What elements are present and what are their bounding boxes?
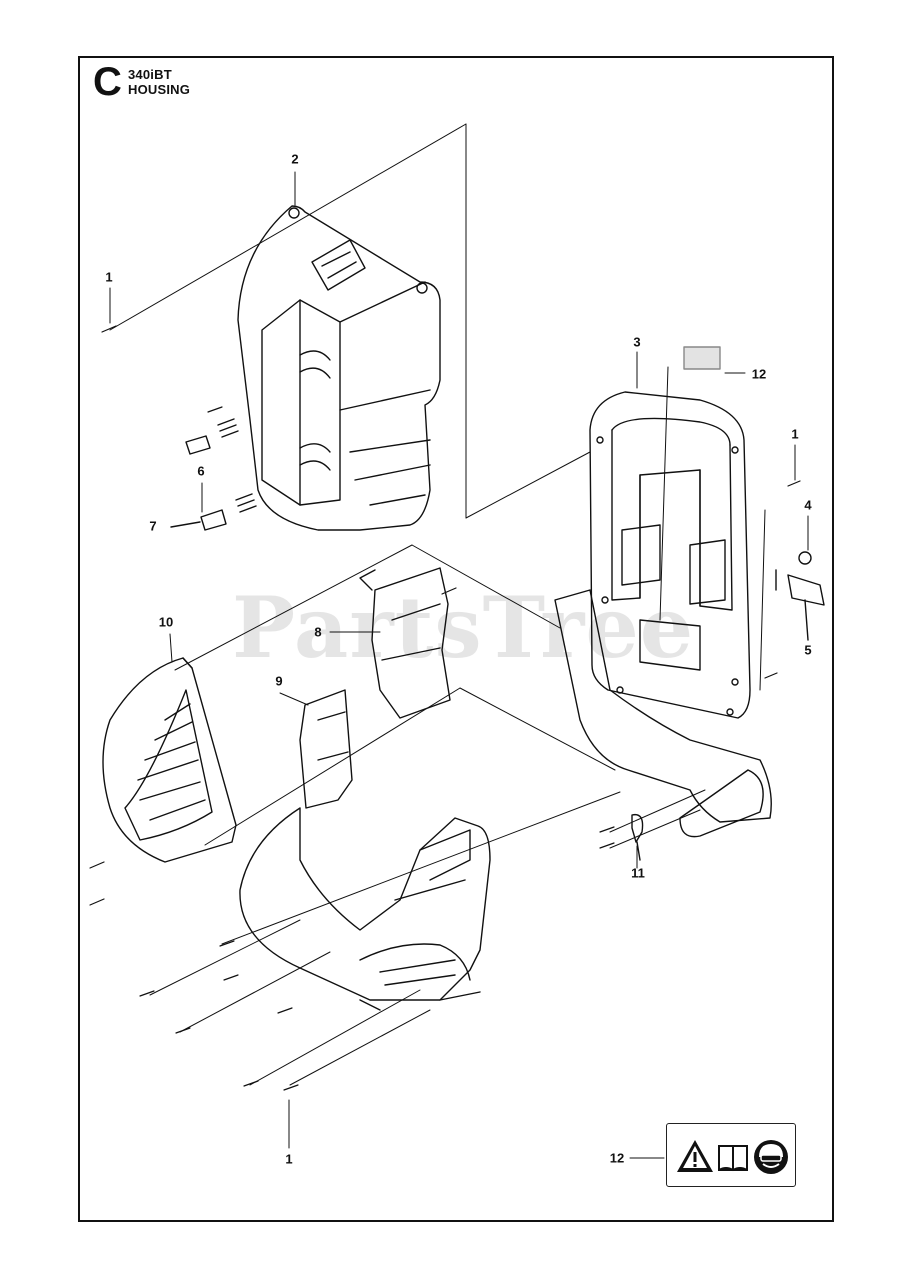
callout-part-12: 12 — [609, 1150, 625, 1166]
callout-part-1: 1 — [105, 269, 113, 285]
callout-part-4: 4 — [804, 497, 812, 513]
washer-and-buckle-parts — [775, 551, 825, 641]
callout-part-3: 3 — [633, 334, 641, 350]
rear-grill-cover — [102, 657, 237, 863]
callout-part-7: 7 — [149, 518, 157, 534]
top-housing-cover — [237, 205, 441, 531]
clip-part — [631, 813, 644, 861]
callout-part-1: 1 — [285, 1151, 293, 1167]
spring-and-knob-parts — [170, 418, 257, 531]
lower-housing-shell — [239, 807, 491, 1011]
callout-part-8: 8 — [314, 624, 322, 640]
warning-triangle-icon — [677, 1140, 713, 1172]
callout-part-2: 2 — [291, 151, 299, 167]
decal-part — [683, 346, 721, 370]
diagram-frame — [78, 56, 834, 1222]
manual-book-icon — [718, 1145, 748, 1172]
callout-part-10: 10 — [158, 614, 174, 630]
assembly-title: HOUSING — [128, 82, 191, 97]
model-title: 340iBT — [128, 67, 172, 82]
screw-parts — [89, 325, 801, 1091]
callout-part-5: 5 — [804, 642, 812, 658]
callout-part-11: 11 — [631, 865, 645, 881]
decal-symbol-panel — [666, 1123, 796, 1187]
callout-part-1: 1 — [791, 426, 799, 442]
leader-lines — [109, 171, 809, 1149]
callout-part-12: 12 — [751, 366, 767, 382]
guide-lines — [109, 123, 766, 1159]
divider-plate — [299, 689, 353, 809]
inner-duct — [359, 567, 451, 719]
callout-part-6: 6 — [197, 463, 205, 479]
protective-gear-icon — [754, 1140, 788, 1174]
backplate-frame — [554, 391, 772, 838]
section-letter: C — [93, 60, 122, 104]
callout-part-9: 9 — [275, 673, 283, 689]
